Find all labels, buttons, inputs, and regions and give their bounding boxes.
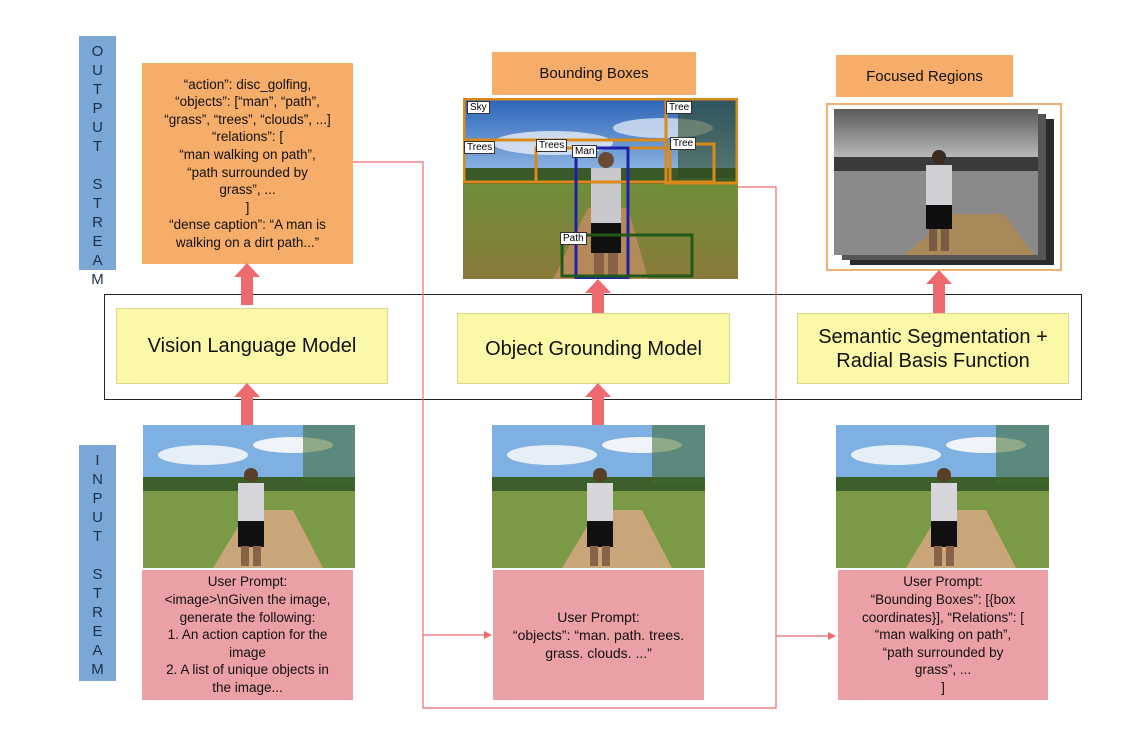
- stream-letter: M: [91, 661, 104, 678]
- input-image-vlm: [143, 425, 355, 568]
- segmentation-user-prompt-box: User Prompt: “Bounding Boxes”: [{box coo…: [838, 570, 1048, 700]
- vlm-user-prompt-box: User Prompt: <image>\nGiven the image, g…: [142, 570, 353, 700]
- input-image-segmentation: [836, 425, 1049, 568]
- stream-letter: [79, 156, 116, 175]
- bbox-label-sky: Sky: [467, 101, 490, 114]
- stream-letter: R: [92, 214, 103, 231]
- stream-letter: P: [92, 100, 103, 117]
- stream-letter: O: [91, 43, 104, 60]
- stream-letter: S: [92, 566, 103, 583]
- input-scene-segmentation: [836, 425, 1049, 568]
- stream-letter: N: [92, 471, 103, 488]
- stream-letter: E: [92, 233, 103, 250]
- arrow-grounding-to-output: [585, 279, 611, 313]
- stream-letter: [79, 546, 116, 565]
- bbox-title-box: Bounding Boxes: [492, 52, 696, 95]
- object-grounding-model-box: Object Grounding Model: [457, 313, 730, 384]
- stream-letter: A: [92, 642, 103, 659]
- stream-letter: T: [92, 195, 103, 212]
- stream-letter: M: [91, 271, 104, 288]
- vlm-output-box: “action”: disc_golfing, “objects”: [“man…: [142, 63, 353, 264]
- bbox-label-trees-mid: Trees: [536, 139, 568, 152]
- bbox-man: [574, 146, 630, 279]
- bbox-label-path: Path: [560, 232, 587, 245]
- focused-regions-image: [834, 109, 1038, 255]
- bbox-output-image: Sky Tree Trees Trees Man Tree Path: [463, 98, 738, 279]
- input-image-grounding: [492, 425, 705, 568]
- connector-arrowhead-grounding: [484, 631, 492, 639]
- stream-letter: T: [92, 81, 103, 98]
- focused-scene-graphic: [834, 109, 1038, 255]
- connector-arrowhead-segmentation: [828, 632, 836, 640]
- arrow-vlm-to-output: [234, 263, 260, 305]
- bbox-label-trees-left: Trees: [464, 141, 496, 154]
- input-scene-vlm: [143, 425, 355, 568]
- vision-language-model-box: Vision Language Model: [116, 308, 388, 384]
- stream-letter: T: [92, 138, 103, 155]
- stream-letter: T: [92, 528, 103, 545]
- stream-letter: S: [92, 176, 103, 193]
- arrow-segmentation-to-output: [926, 270, 952, 313]
- stream-letter: R: [92, 604, 103, 621]
- bbox-label-tree-right: Tree: [670, 137, 697, 150]
- stream-letter: U: [92, 509, 103, 526]
- stream-letter: I: [95, 452, 100, 469]
- arrow-input-to-grounding: [585, 383, 611, 426]
- stream-letter: T: [92, 585, 103, 602]
- bbox-path: [560, 233, 694, 278]
- stream-letter: P: [92, 490, 103, 507]
- input-scene-grounding: [492, 425, 705, 568]
- stream-letter: A: [92, 252, 103, 269]
- connector-to-segmentation: [737, 186, 834, 637]
- focused-regions-title-box: Focused Regions: [836, 55, 1013, 97]
- stream-letter: E: [92, 623, 103, 640]
- semantic-segmentation-box: Semantic Segmentation + Radial Basis Fun…: [797, 313, 1069, 384]
- arrow-input-to-vlm: [234, 383, 260, 426]
- grounding-user-prompt-box: User Prompt: “objects”: “man. path. tree…: [493, 570, 704, 700]
- bbox-label-man: Man: [572, 145, 598, 158]
- focused-regions-frame: [826, 103, 1062, 271]
- bbox-label-tree-top: Tree: [666, 101, 693, 114]
- stream-letter: U: [92, 62, 103, 79]
- stream-letter: U: [92, 119, 103, 136]
- bbox-scene-graphic: [463, 98, 738, 279]
